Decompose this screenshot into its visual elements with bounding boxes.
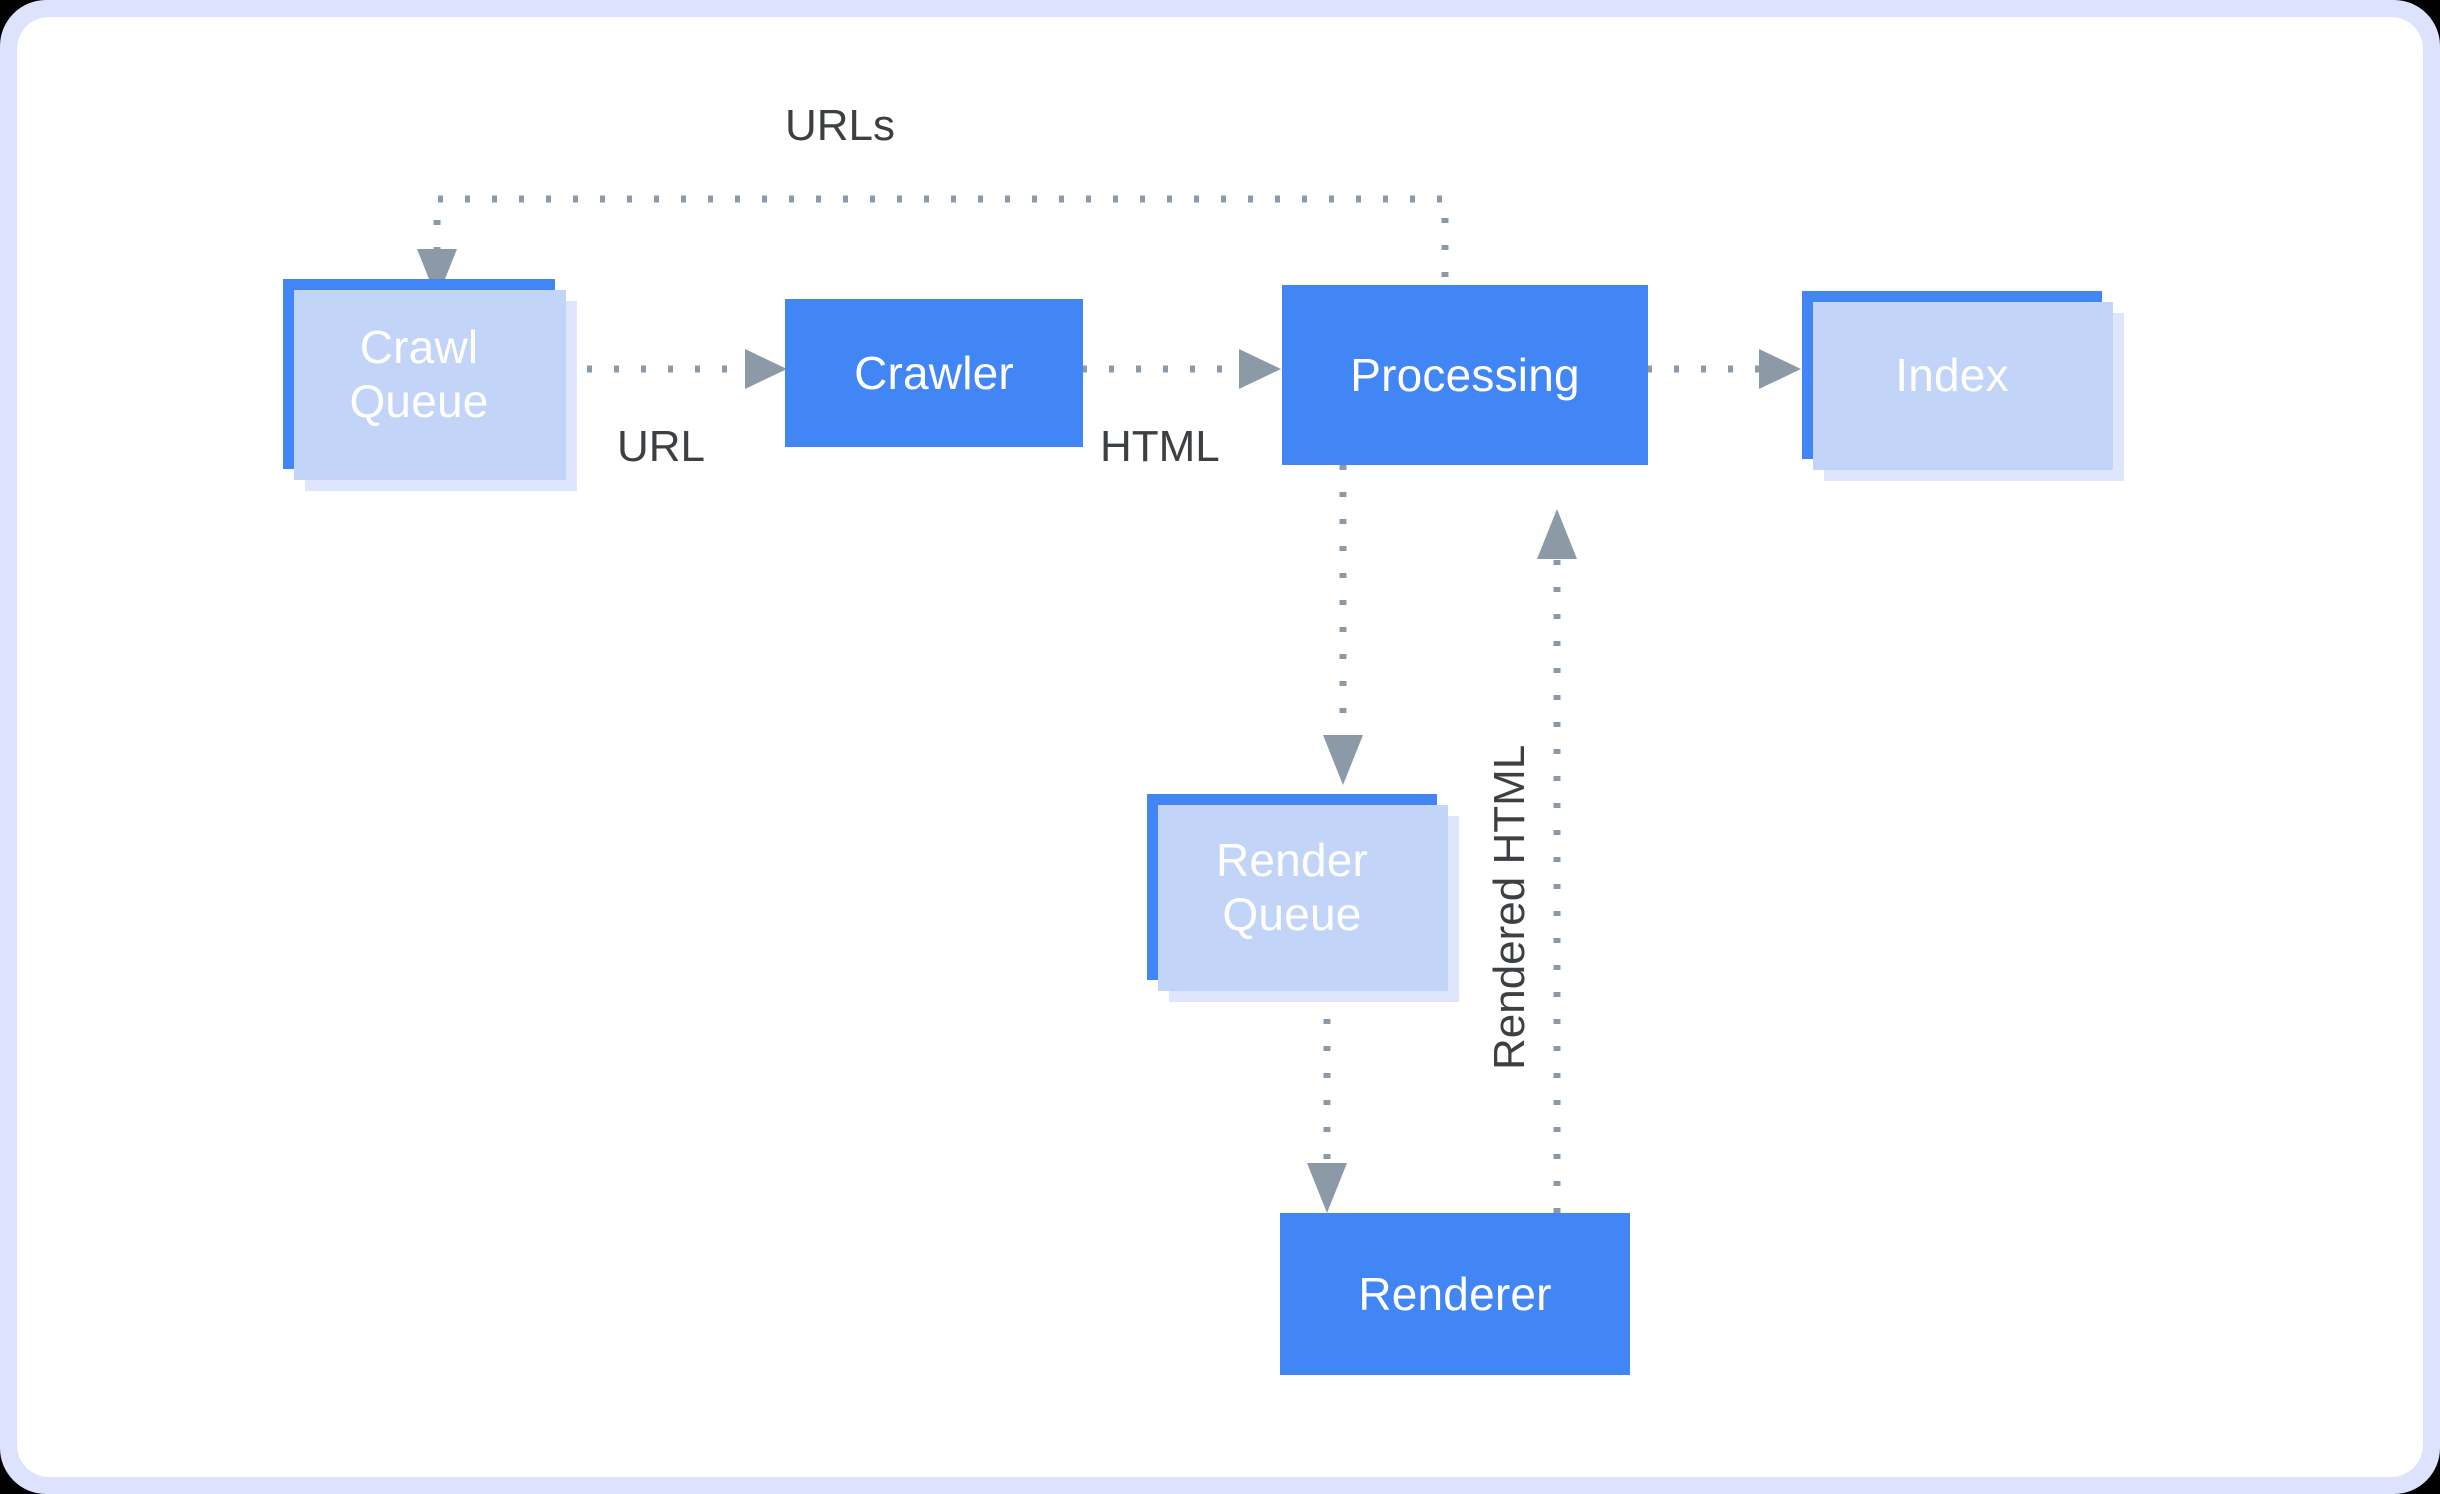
edge-label-urls: URLs — [785, 101, 896, 150]
edge-processing-to-renderqueue — [1323, 465, 1363, 785]
edge-crawlqueue-to-crawler — [587, 349, 787, 389]
edge-renderqueue-to-renderer — [1307, 1019, 1347, 1213]
edge-processing-to-crawlqueue — [417, 195, 1449, 299]
edge-label-url: URL — [617, 422, 706, 471]
node-crawler[interactable]: Crawler — [785, 299, 1083, 447]
node-index[interactable]: Index — [1802, 291, 2124, 481]
diagram-canvas: Crawl Queue Crawler Processing Index Ren… — [17, 17, 2423, 1477]
node-render-queue[interactable]: Render Queue — [1147, 794, 1459, 1002]
edge-renderer-to-processing — [1537, 509, 1577, 1213]
node-crawl-queue[interactable]: Crawl Queue — [283, 279, 577, 491]
node-crawl-queue-label: Crawl Queue — [349, 320, 489, 427]
edge-crawler-to-processing — [1082, 349, 1281, 389]
node-processing[interactable]: Processing — [1282, 285, 1648, 465]
node-processing-label: Processing — [1350, 348, 1580, 401]
node-renderer[interactable]: Renderer — [1280, 1213, 1630, 1375]
node-crawler-label: Crawler — [854, 346, 1014, 399]
node-render-queue-label: Render Queue — [1215, 833, 1369, 940]
node-index-label: Index — [1895, 348, 2009, 401]
edge-processing-to-index — [1647, 349, 1801, 389]
edge-label-rendered-html: Rendered HTML — [1485, 744, 1534, 1070]
edge-label-html: HTML — [1100, 422, 1220, 471]
node-renderer-label: Renderer — [1358, 1267, 1552, 1320]
connector-layer — [417, 195, 1801, 1213]
